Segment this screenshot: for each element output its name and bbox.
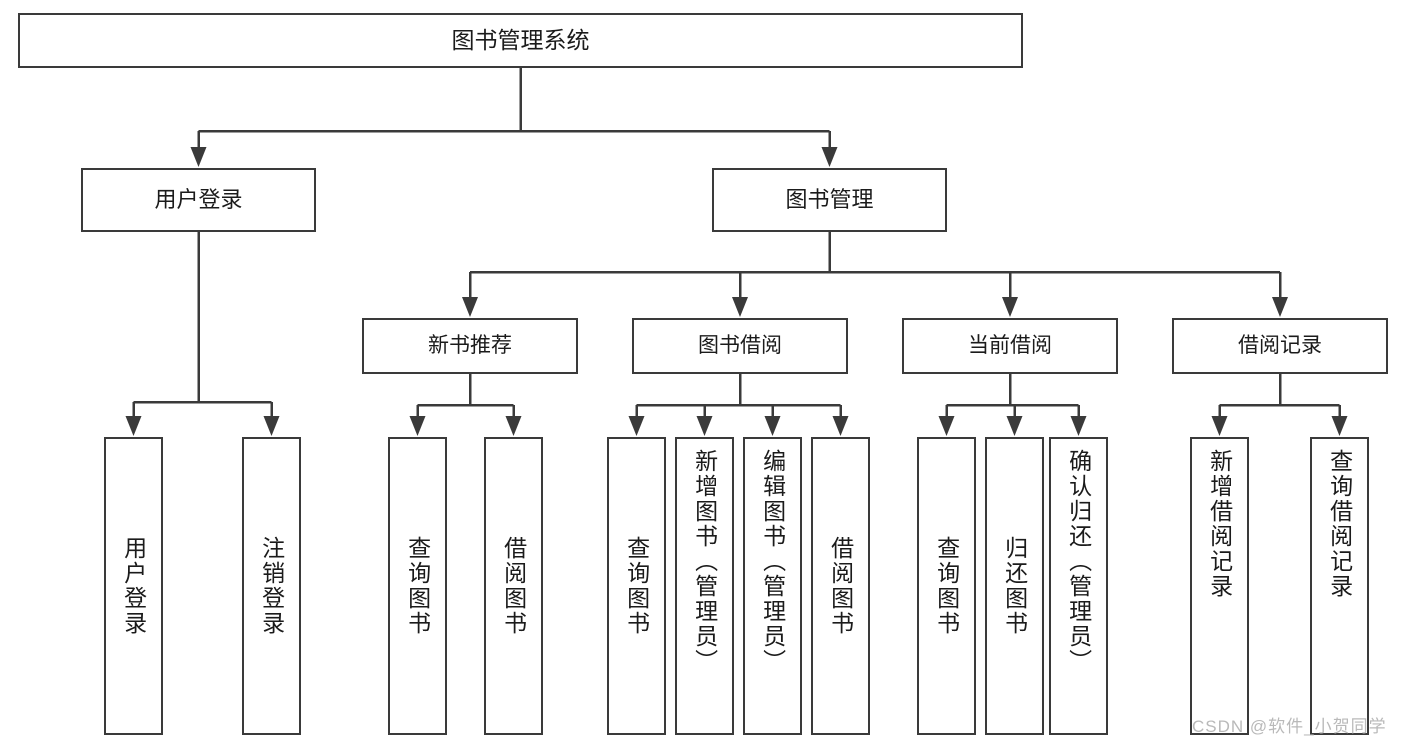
- node-label: 查询图书: [623, 536, 650, 636]
- node-label: 注销登录: [258, 536, 285, 636]
- node-l-user-login[interactable]: 用户登录: [104, 437, 163, 735]
- node-label: 图书管理系统: [451, 27, 590, 54]
- node-label: 新增借阅记录: [1206, 449, 1233, 599]
- node-label: 归还图书: [1001, 536, 1028, 636]
- node-l-query-book-1[interactable]: 查询图书: [388, 437, 447, 735]
- node-l-borrow-book-1[interactable]: 借阅图书: [484, 437, 543, 735]
- node-label: 查询借阅记录: [1326, 449, 1353, 599]
- node-label: 借阅记录: [1238, 333, 1322, 357]
- node-label: 用户登录: [154, 187, 243, 213]
- node-label: 确认归还（管理员）: [1065, 449, 1092, 674]
- node-l-logout[interactable]: 注销登录: [242, 437, 301, 735]
- node-label: 新书推荐: [428, 333, 512, 357]
- node-l-borrow-book-2[interactable]: 借阅图书: [811, 437, 870, 735]
- node-n-book-borrow[interactable]: 图书借阅: [632, 318, 848, 374]
- node-n-user-login[interactable]: 用户登录: [81, 168, 316, 232]
- node-l-return-book[interactable]: 归还图书: [985, 437, 1044, 735]
- node-label: 图书借阅: [698, 333, 782, 357]
- node-label: 查询图书: [933, 536, 960, 636]
- node-l-query-book-3[interactable]: 查询图书: [917, 437, 976, 735]
- node-root[interactable]: 图书管理系统: [18, 13, 1023, 68]
- node-l-query-record[interactable]: 查询借阅记录: [1310, 437, 1369, 735]
- node-label: 借阅图书: [827, 536, 854, 636]
- node-label: 新增图书（管理员）: [691, 449, 718, 674]
- node-label: 当前借阅: [968, 333, 1052, 357]
- node-l-confirm-return[interactable]: 确认归还（管理员）: [1049, 437, 1108, 735]
- node-n-borrow-record[interactable]: 借阅记录: [1172, 318, 1388, 374]
- node-l-add-book[interactable]: 新增图书（管理员）: [675, 437, 734, 735]
- node-label: 编辑图书（管理员）: [759, 449, 786, 674]
- node-label: 借阅图书: [500, 536, 527, 636]
- node-n-current-borrow[interactable]: 当前借阅: [902, 318, 1118, 374]
- node-l-query-book-2[interactable]: 查询图书: [607, 437, 666, 735]
- node-l-edit-book[interactable]: 编辑图书（管理员）: [743, 437, 802, 735]
- node-l-add-record[interactable]: 新增借阅记录: [1190, 437, 1249, 735]
- node-label: 查询图书: [404, 536, 431, 636]
- node-n-book-manage[interactable]: 图书管理: [712, 168, 947, 232]
- node-n-new-book-rec[interactable]: 新书推荐: [362, 318, 578, 374]
- node-label: 图书管理: [785, 187, 874, 213]
- node-label: 用户登录: [120, 536, 147, 636]
